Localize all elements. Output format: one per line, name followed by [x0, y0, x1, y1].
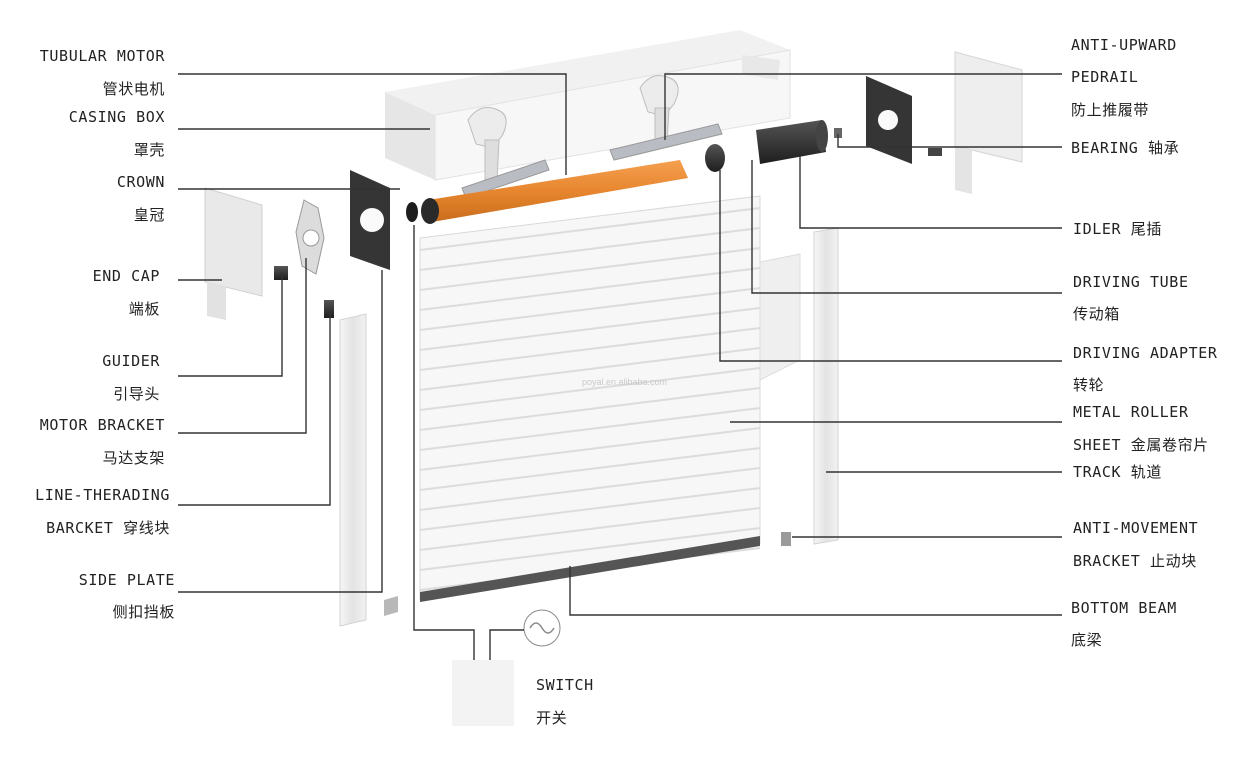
label-metal-roller-zh: SHEET 金属卷帘片 [1073, 436, 1209, 454]
label-tubular-motor-en: TUBULAR MOTOR [39, 47, 165, 65]
label-guider-en: GUIDER [102, 352, 160, 370]
label-anti-upward-line3: 防上推履带 [1071, 101, 1150, 119]
track-part [781, 227, 839, 546]
watermark: poyal.en.alibaba.com [582, 377, 668, 387]
label-bottom-beam-en: BOTTOM BEAM [1071, 599, 1177, 617]
idler-part [756, 120, 842, 164]
label-side-plate-zh: 侧扣挡板 [112, 603, 175, 621]
tubular-motor-part [406, 160, 688, 224]
label-motor-bracket-en: MOTOR BRACKET [39, 416, 165, 434]
crown-plate-part [350, 170, 390, 270]
driving-adapter-part [705, 144, 725, 172]
label-driving-adapter-en: DRIVING ADAPTER [1073, 344, 1218, 362]
end-cap-part [204, 187, 263, 320]
label-anti-movement-en: ANTI-MOVEMENT [1073, 519, 1199, 537]
label-end-cap-en: END CAP [92, 267, 160, 285]
label-casing-box-en: CASING BOX [68, 108, 165, 126]
label-side-plate-en: SIDE PLATE [78, 571, 175, 589]
label-idler: IDLER 尾插 [1073, 220, 1162, 238]
label-switch-en: SWITCH [536, 676, 594, 694]
label-track: TRACK 轨道 [1073, 463, 1162, 481]
label-bearing: BEARING 轴承 [1071, 139, 1180, 157]
label-anti-upward-line2: PEDRAIL [1071, 68, 1139, 86]
label-tubular-motor-zh: 管状电机 [102, 80, 165, 98]
label-bottom-beam-zh: 底梁 [1071, 631, 1103, 649]
label-metal-roller-en: METAL ROLLER [1073, 403, 1189, 421]
label-anti-upward-line1: ANTI-UPWARD [1071, 36, 1177, 54]
side-plate-part [339, 313, 398, 627]
switch-part [452, 609, 561, 726]
label-end-cap-zh: 端板 [128, 300, 160, 318]
leader-lines [178, 73, 1062, 660]
label-motor-bracket-zh: 马达支架 [102, 449, 165, 467]
label-guider-zh: 引导头 [113, 385, 160, 403]
label-casing-box-zh: 罩壳 [133, 141, 165, 159]
label-anti-movement-zh: BRACKET 止动块 [1073, 552, 1197, 570]
label-crown-en: CROWN [116, 173, 165, 191]
label-driving-tube-zh: 传动箱 [1073, 305, 1120, 323]
bearing-plate-part [866, 76, 942, 164]
roller-sheet-part [419, 195, 801, 602]
label-driving-tube-en: DRIVING TUBE [1073, 273, 1189, 291]
label-line-threading-zh: BARCKET 穿线块 [46, 519, 170, 537]
label-crown-zh: 皇冠 [133, 206, 165, 224]
motor-bracket-part [274, 199, 334, 318]
casing-box-part [385, 30, 791, 181]
label-switch-zh: 开关 [536, 709, 568, 727]
label-driving-adapter-zh: 转轮 [1073, 376, 1105, 394]
right-end-cap-part [954, 51, 1023, 194]
label-line-threading-en: LINE-THERADING [35, 486, 170, 504]
